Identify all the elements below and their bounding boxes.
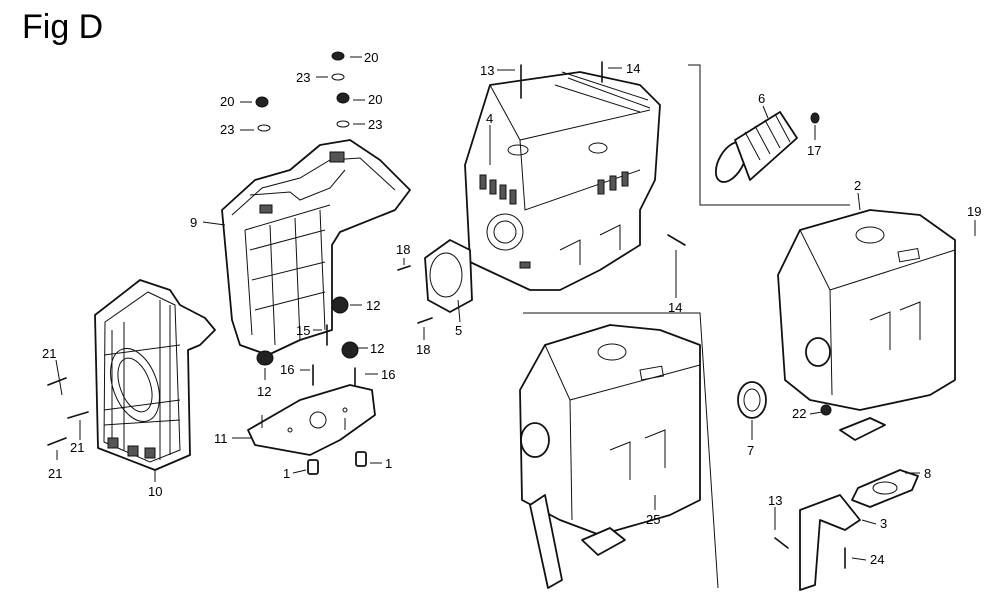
section-divider-lines <box>523 64 850 589</box>
callout-5: 5 <box>455 323 462 338</box>
callout-25: 25 <box>646 512 660 527</box>
callout-12: 12 <box>257 384 271 399</box>
callout-14: 14 <box>626 61 640 76</box>
callout-15: 15 <box>296 323 310 338</box>
callout-11: 11 <box>214 431 228 446</box>
part-5-cover-plate <box>424 239 473 313</box>
part-9-manifold-plate <box>221 139 411 356</box>
callout-10: 10 <box>148 484 162 499</box>
callout-4: 4 <box>486 111 493 126</box>
callout-2: 2 <box>854 178 861 193</box>
callout-6: 6 <box>758 91 765 106</box>
callout-17: 17 <box>807 143 821 158</box>
part-8-gasket <box>851 469 919 508</box>
bolts-21 <box>47 377 89 446</box>
callout-20: 20 <box>368 92 382 107</box>
callout-18: 18 <box>396 242 410 257</box>
callout-12: 12 <box>366 298 380 313</box>
callout-12: 12 <box>370 341 384 356</box>
callout-21: 21 <box>42 346 56 361</box>
callout-21: 21 <box>48 466 62 481</box>
callout-8: 8 <box>924 466 931 481</box>
callout-9: 9 <box>190 215 197 230</box>
callout-24: 24 <box>870 552 884 567</box>
part-6-arrestor-screen <box>714 111 820 183</box>
callout-22: 22 <box>792 406 806 421</box>
part-25-muffler <box>519 324 701 589</box>
callout-19: 19 <box>967 204 981 219</box>
callout-21: 21 <box>70 440 84 455</box>
bolts-15-16-spacers-1 <box>307 324 367 475</box>
part-2-muffler <box>777 209 956 441</box>
part-7-cap <box>737 381 832 419</box>
callout-23: 23 <box>220 122 234 137</box>
part-11-bracket-plate <box>247 384 376 456</box>
callout-16: 16 <box>280 362 294 377</box>
callout-20: 20 <box>364 50 378 65</box>
callout-14: 14 <box>668 300 682 315</box>
leader-lines <box>55 56 976 561</box>
nuts-12 <box>256 296 359 366</box>
callout-labels: 20 23 20 23 20 23 9 12 12 12 15 16 16 11… <box>42 50 981 567</box>
callout-13: 13 <box>768 493 782 508</box>
callout-1: 1 <box>283 466 290 481</box>
part-10-base-flange <box>94 279 216 471</box>
callout-18: 18 <box>416 342 430 357</box>
callout-20: 20 <box>220 94 234 109</box>
callout-1: 1 <box>385 456 392 471</box>
callout-23: 23 <box>368 117 382 132</box>
callout-3: 3 <box>880 516 887 531</box>
callout-7: 7 <box>747 443 754 458</box>
nuts-and-washers-20-23 <box>255 51 350 132</box>
part-4-muffler-shroud <box>464 71 661 291</box>
bolts-14-18 <box>397 61 686 324</box>
callout-14: 13 <box>480 63 494 78</box>
callout-16: 16 <box>381 367 395 382</box>
callout-23: 23 <box>296 70 310 85</box>
part-3-bracket <box>774 494 861 591</box>
figure-title: Fig D <box>22 8 104 46</box>
